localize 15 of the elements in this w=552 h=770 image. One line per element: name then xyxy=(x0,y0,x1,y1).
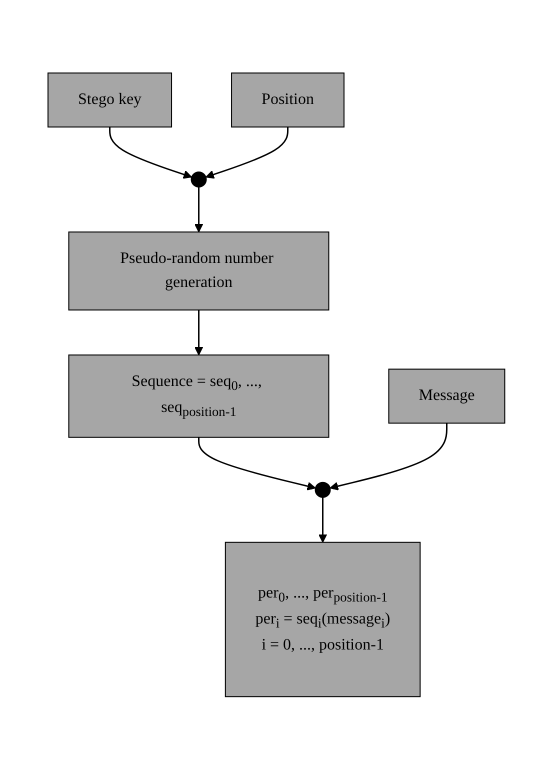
node-box: per$_{0}$, ..., per$_{position-1}$ per$_{i}$ = seq$_{i}$(message$_{i}$) i = 0, ..., position-1 xyxy=(224,542,420,698)
arrow xyxy=(198,438,316,491)
arrow xyxy=(194,310,203,356)
arrow xyxy=(108,127,192,179)
node-circle xyxy=(314,482,330,498)
node-box: Sequence = seq$_{0}$, ..., seq$_{position-1}$ xyxy=(68,354,329,438)
arrow xyxy=(318,498,327,543)
arrow xyxy=(194,187,203,233)
node-box: Stego key xyxy=(47,72,172,128)
node-box: Pseudo-random number generation xyxy=(68,232,329,311)
arrow xyxy=(205,127,288,179)
node-circle xyxy=(190,172,206,188)
node-box: Message xyxy=(388,368,505,424)
node-box: Position xyxy=(230,72,344,128)
arrow xyxy=(329,423,448,491)
